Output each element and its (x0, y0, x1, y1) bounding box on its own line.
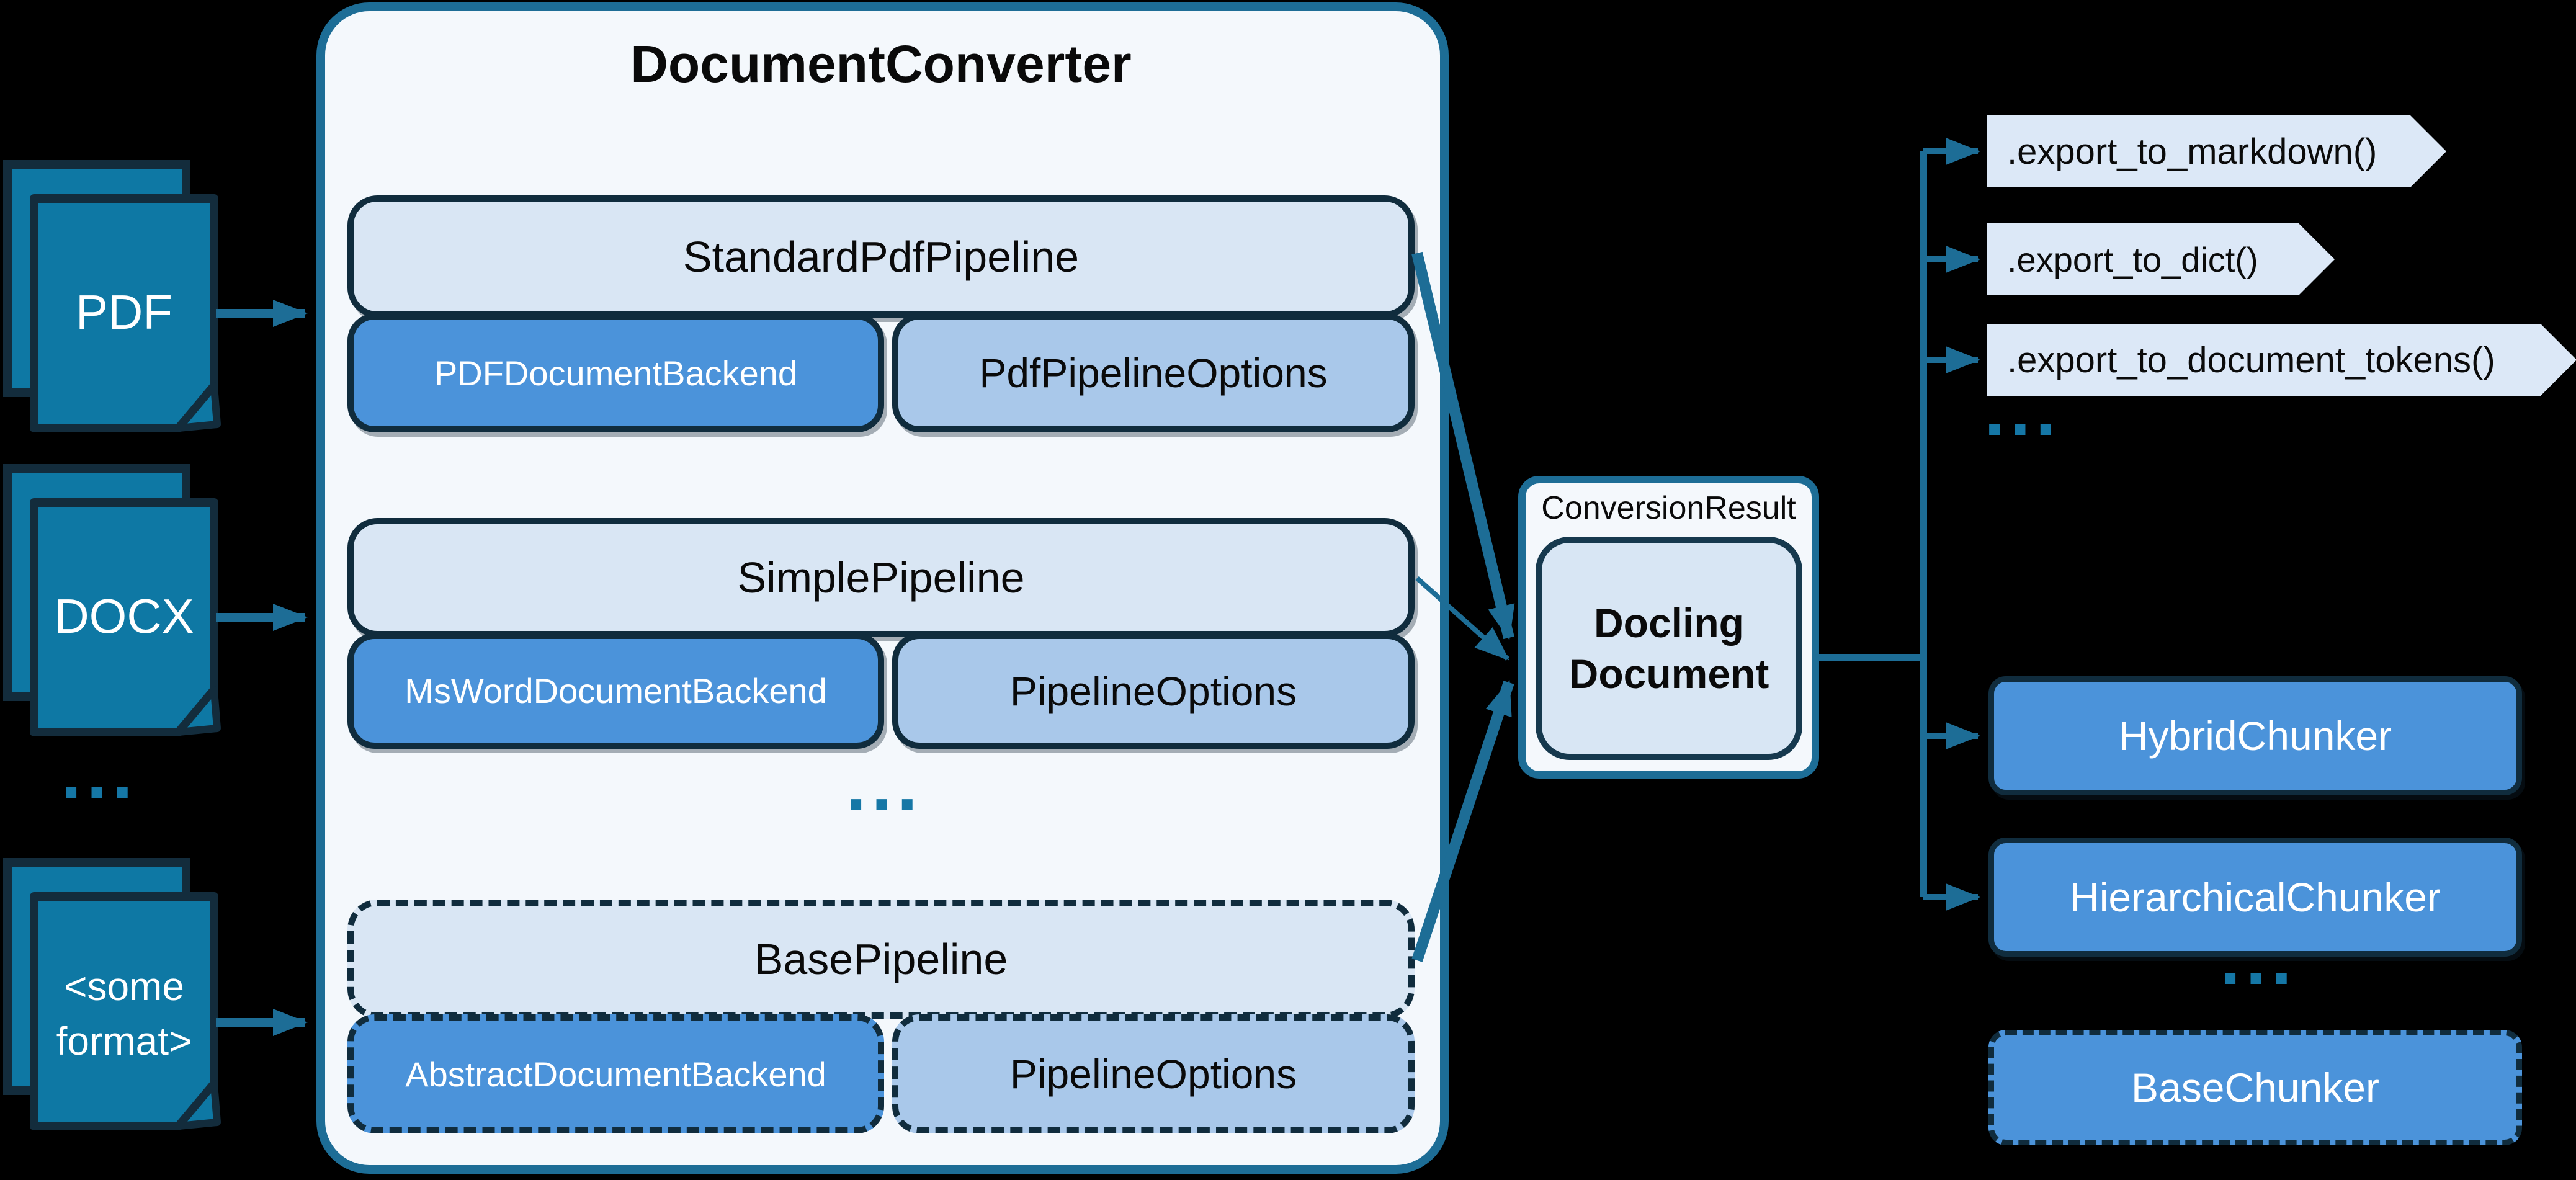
converter-ellipsis: ... (845, 743, 923, 826)
pdf-source-icon: PDF (3, 160, 221, 432)
pipeline-options-box: PipelineOptions (892, 633, 1415, 749)
pdf-pipeline-options-box: PdfPipelineOptions (892, 313, 1415, 432)
conversion-result-label: ConversionResult (1541, 490, 1796, 526)
simple-pipeline-box: SimplePipeline (347, 518, 1415, 637)
base-pipeline-options-box: PipelineOptions (892, 1014, 1415, 1133)
pdf-document-backend-box: PDFDocumentBackend (347, 313, 884, 432)
hierarchical-chunker-box: HierarchicalChunker (1988, 838, 2522, 957)
export-to-document-tokens-chevron: .export_to_document_tokens() (1987, 324, 2576, 396)
chunkers-ellipsis: ... (2219, 917, 2297, 1000)
sources-ellipsis: ... (60, 731, 138, 814)
hybrid-chunker-box: HybridChunker (1988, 676, 2522, 795)
export-to-markdown-chevron: .export_to_markdown() (1987, 115, 2446, 187)
base-chunker-box: BaseChunker (1988, 1030, 2522, 1145)
base-pipeline-box: BasePipeline (347, 900, 1415, 1019)
docx-source-label: DOCX (54, 589, 194, 643)
msword-document-backend-box: MsWordDocumentBackend (347, 633, 884, 749)
docling-document-line1: Docling (1594, 599, 1744, 646)
exports-ellipsis: ... (1983, 368, 2062, 451)
docling-document-line2: Document (1568, 651, 1769, 697)
docling-document-box: Docling Document (1536, 537, 1802, 760)
some-format-source-icon: <some format> (3, 858, 221, 1130)
some-format-label-line2: format> (56, 1019, 192, 1063)
pdf-source-label: PDF (76, 285, 172, 339)
some-format-label-line1: <some (64, 964, 184, 1009)
document-converter-title: DocumentConverter (630, 35, 1132, 93)
export-to-dict-chevron: .export_to_dict() (1987, 223, 2335, 295)
abstract-document-backend-box: AbstractDocumentBackend (347, 1014, 884, 1133)
docx-source-icon: DOCX (3, 464, 221, 736)
standard-pdf-pipeline-box: StandardPdfPipeline (347, 195, 1415, 318)
